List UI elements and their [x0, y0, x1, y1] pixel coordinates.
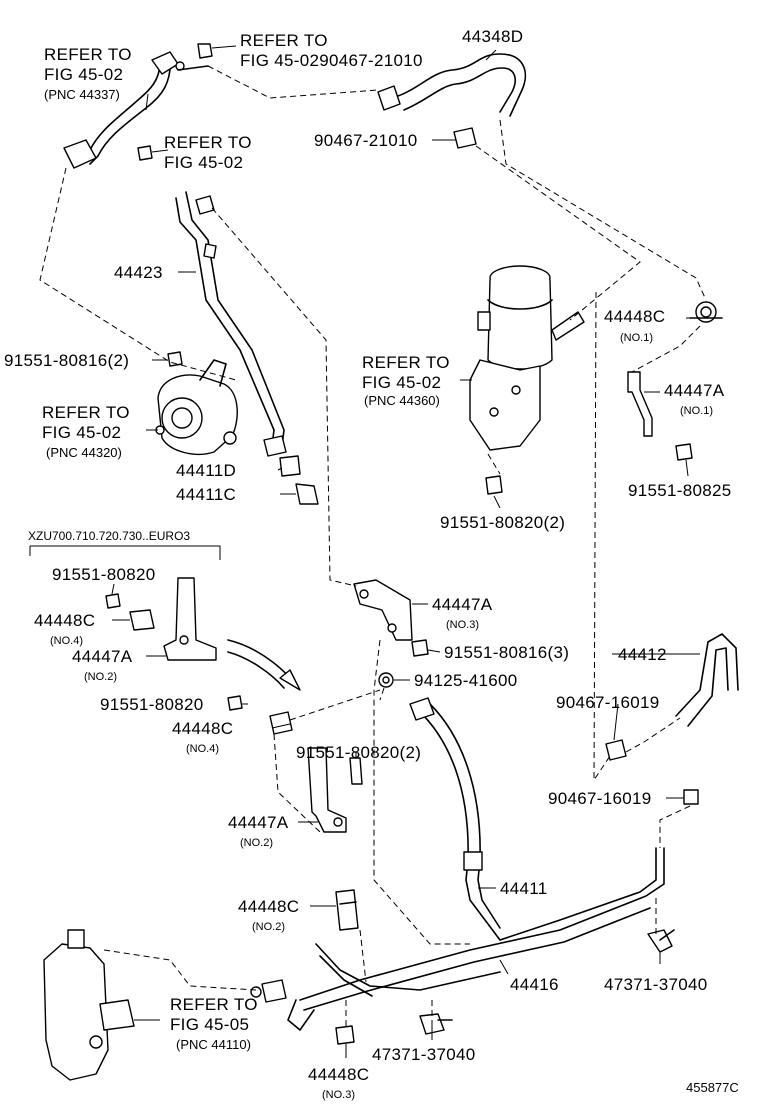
label-44448c-no1: 44448C [604, 307, 665, 326]
label-44447a-no2-mid: 44447A [228, 813, 289, 832]
label-44447a-no3: 44447A [432, 595, 493, 614]
label-44411c: 44411C [176, 485, 236, 504]
label-91551-80816-3: 91551-80816(3) [444, 643, 569, 662]
label-90467-21010: 90467-21010 [314, 131, 418, 150]
clamp-44448c-no1[interactable] [689, 301, 723, 323]
bolt-icon-91551-80816-2 [167, 351, 183, 367]
label-refer-res-line2: FIG 45-02 [362, 373, 441, 392]
label-44447a-no2-left: 44447A [72, 647, 133, 666]
label-91551-80825: 91551-80825 [628, 481, 732, 500]
label-refer-4505-line1: REFER TO [170, 995, 258, 1014]
label-no3-bracket: (NO.3) [446, 619, 479, 631]
label-44448c-no4-left: 44448C [34, 611, 95, 630]
label-44348d: 44348D [462, 27, 523, 46]
label-47371-37040-bottom: 47371-37040 [372, 1045, 476, 1064]
label-no2-clamp: (NO.2) [252, 921, 285, 933]
hose-44348d[interactable] [397, 53, 527, 117]
label-refer-44337-line3: (PNC 44337) [44, 87, 120, 102]
label-refer-mid-line2: FIG 45-02 [164, 153, 243, 172]
pressure-hose-44411[interactable] [409, 697, 657, 941]
connection-lines [39, 65, 707, 1026]
bolt-icon-mid-left [137, 145, 153, 161]
clamp-47371-37040-bottom[interactable] [419, 1013, 453, 1035]
label-44411: 44411 [500, 879, 548, 898]
bolt-icon-91551-80820-2-mid [349, 757, 363, 785]
bracket-44447a-no3[interactable] [353, 579, 413, 641]
label-refer-top-line2: FIG 45-0290467-21010 [240, 51, 423, 70]
label-refer-44337-line1: REFER TO [44, 45, 132, 64]
bolt-icon-top-left [197, 43, 213, 59]
return-tube-44416[interactable] [287, 847, 665, 1031]
hose-clamp-icon-90467-21010 [453, 127, 477, 149]
label-91551-80820-left: 91551-80820 [52, 565, 156, 584]
variant-header: XZU700.710.720.730..EURO3 [28, 529, 190, 543]
label-44448c-no4-mid: 44448C [172, 719, 233, 738]
gasket-44411d[interactable] [279, 455, 301, 477]
label-91551-80820-2-top: 91551-80820(2) [440, 513, 565, 532]
label-no1-clamp: (NO.1) [620, 332, 653, 344]
hose-clamp-icon-90467-16019-a [605, 739, 627, 761]
hose-clamp-icon-90467-16019-b [683, 789, 699, 805]
return-hose-44412[interactable] [675, 633, 739, 727]
bolt-icon-mid-variant [227, 695, 243, 711]
label-44448c-no2: 44448C [238, 897, 299, 916]
label-44411d: 44411D [176, 461, 236, 480]
label-91551-80816-2: 91551-80816(2) [4, 351, 129, 370]
clamp-44448c-no2[interactable] [335, 889, 359, 931]
label-no2-mid: (NO.2) [240, 837, 273, 849]
label-refer-44337-line2: FIG 45-02 [44, 65, 123, 84]
bracket-44447a-no1[interactable] [627, 371, 653, 437]
label-refer-pump-line3: (PNC 44320) [46, 445, 122, 460]
bracket-44447a-no2-mid[interactable] [307, 747, 347, 833]
hose-clamp-icon-top [377, 85, 401, 111]
bracket-44447a-no2-left[interactable] [163, 577, 217, 661]
label-44416: 44416 [510, 975, 559, 994]
leader-lines [111, 45, 700, 1058]
label-90467-16019-a: 90467-16019 [556, 693, 660, 712]
label-94125-41600: 94125-41600 [414, 671, 518, 690]
label-91551-80820-2-mid: 91551-80820(2) [296, 743, 421, 762]
label-refer-4505-line2: FIG 45-05 [170, 1015, 249, 1034]
label-47371-37040-right: 47371-37040 [604, 975, 708, 994]
label-refer-4505-line3: (PNC 44110) [176, 1037, 251, 1052]
label-no3-clamp: (NO.3) [322, 1089, 355, 1101]
label-refer-pump-line1: REFER TO [42, 403, 130, 422]
label-refer-top-line1: REFER TO [240, 31, 328, 50]
label-refer-pump-line2: FIG 45-02 [42, 423, 121, 442]
label-no4-left: (NO.4) [50, 635, 83, 647]
bolt-icon-91551-80820-2-top [485, 475, 503, 495]
bolt-icon-91551-80825 [675, 443, 693, 461]
label-44448c-no3: 44448C [308, 1065, 369, 1084]
label-44412: 44412 [618, 645, 667, 664]
clamp-44448c-no4-mid[interactable] [269, 711, 293, 735]
nut-icon-94125-41600 [378, 672, 394, 688]
clamp-47371-37040-right[interactable] [647, 929, 675, 953]
bolt-icon-left-variant [105, 593, 121, 609]
variant-header-bracket [30, 545, 221, 560]
label-90467-16019-b: 90467-16019 [548, 789, 652, 808]
reservoir-bracket[interactable] [469, 359, 541, 451]
reservoir-tank[interactable] [477, 265, 585, 370]
label-no2-left: (NO.2) [84, 671, 117, 683]
bolt-icon-91551-80816-3 [411, 639, 429, 657]
label-refer-res-line3: (PNC 44360) [364, 393, 440, 408]
label-refer-res-line1: REFER TO [362, 353, 450, 372]
clamp-44448c-no4-left[interactable] [129, 609, 155, 631]
label-refer-mid-line1: REFER TO [164, 133, 252, 152]
label-44423: 44423 [114, 263, 163, 282]
union-bolt-44411c[interactable] [295, 483, 319, 505]
label-no4-mid: (NO.4) [186, 743, 219, 755]
pressure-pipe-44423[interactable] [175, 191, 287, 457]
steering-pump[interactable] [155, 359, 238, 456]
label-91551-80820-mid: 91551-80820 [100, 695, 204, 714]
label-no1-bracket: (NO.1) [680, 405, 713, 417]
label-44447a-no1: 44447A [664, 381, 725, 400]
return-pipe-44337[interactable] [63, 51, 209, 169]
arrow-icon [227, 639, 301, 691]
catalog-id: 455877C [686, 1080, 739, 1095]
clamp-44448c-no3[interactable] [335, 1025, 355, 1045]
